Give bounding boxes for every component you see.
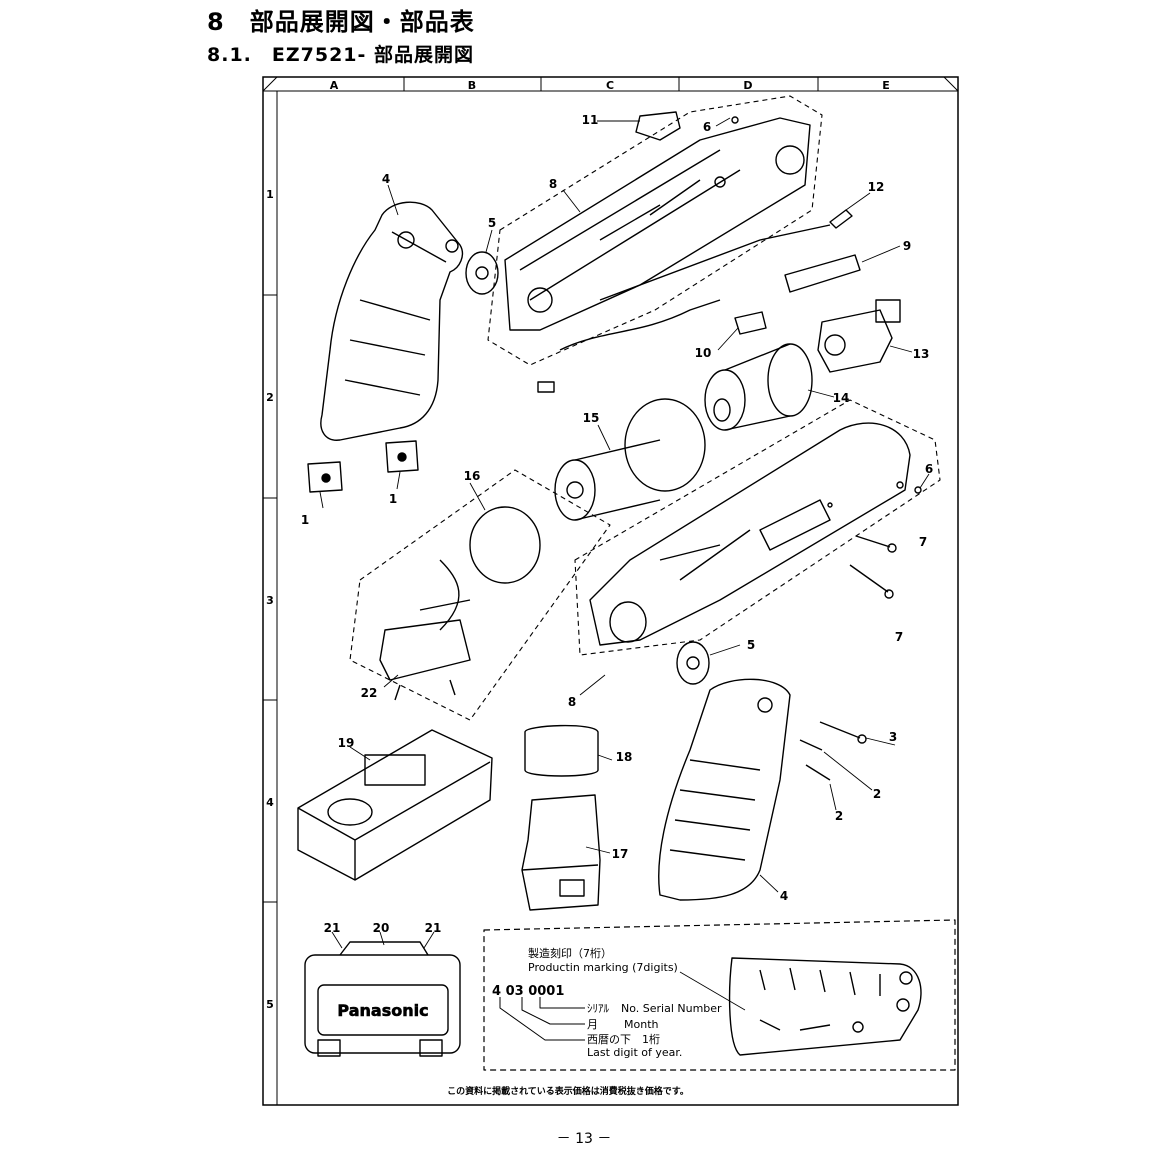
screw-3 (819, 721, 861, 739)
grid-col-c: C (606, 79, 614, 92)
case-brand-logo: Panasonic (337, 1001, 428, 1020)
callout-19: 19 (338, 736, 355, 750)
marking-box (483, 919, 956, 1071)
callout-3: 3 (889, 730, 897, 744)
callout-7a: 7 (919, 535, 927, 549)
callout-9: 9 (903, 239, 911, 253)
grid-col-a: A (330, 79, 339, 92)
connector (537, 381, 555, 393)
lead-wire (599, 224, 831, 301)
screw-2b (805, 764, 831, 781)
callout-8a: 8 (549, 177, 557, 191)
callout-11: 11 (582, 113, 599, 127)
lower-housing-group (574, 399, 941, 656)
grid-row-2: 2 (266, 391, 274, 404)
callout-leaders (319, 117, 930, 949)
battery-pack (521, 794, 601, 911)
upper-housing-group (487, 95, 823, 366)
marking-serial-en: No. Serial Number (621, 1002, 722, 1015)
callout-2b: 2 (835, 809, 843, 823)
lock-button (635, 111, 681, 141)
grid-row-3: 3 (266, 594, 274, 607)
section-title: 8 部品展開図・部品表 (207, 8, 475, 36)
callout-2a: 2 (873, 787, 881, 801)
planetary-gear (704, 343, 813, 431)
hex-nut-1 (307, 461, 343, 493)
grid-col-b: B (468, 79, 476, 92)
grid-row-5: 5 (266, 998, 274, 1011)
callout-21b: 21 (425, 921, 442, 935)
wire-harness (559, 299, 721, 351)
grip-half-left (320, 201, 464, 441)
callout-7b: 7 (895, 630, 903, 644)
callout-22: 22 (361, 686, 378, 700)
screw-7a (855, 535, 891, 548)
screw-6b (914, 486, 922, 494)
callout-5b: 5 (747, 638, 755, 652)
carry-case (304, 941, 461, 1057)
switch-assembly-group (349, 469, 611, 721)
spring-10 (734, 311, 767, 335)
marking-month-en: Month (624, 1018, 659, 1031)
callout-13: 13 (913, 347, 930, 361)
marking-title-en: Productin marking (7digits) (528, 961, 678, 974)
callout-16: 16 (464, 469, 481, 483)
screw-7b (849, 564, 889, 593)
callout-18: 18 (616, 750, 633, 764)
callout-1b: 1 (389, 492, 397, 506)
callout-5a: 5 (488, 216, 496, 230)
grid-row-4: 4 (266, 796, 274, 809)
screw-2a (799, 739, 823, 751)
motor (554, 398, 706, 521)
switch-9 (784, 254, 861, 293)
grip-half-right (658, 678, 791, 901)
marking-year-jp: 西暦の下 1桁 (587, 1032, 660, 1046)
callout-17: 17 (612, 847, 629, 861)
callout-15: 15 (583, 411, 600, 425)
marking-year-en: Last digit of year. (587, 1046, 682, 1059)
callout-6b: 6 (925, 462, 933, 476)
lock-plate-lower (676, 641, 710, 685)
switch-assembly (379, 506, 541, 701)
callout-10: 10 (695, 346, 712, 360)
grid-col-e: E (882, 79, 890, 92)
grid-col-d: D (743, 79, 752, 92)
page-number: － 13 － (556, 1131, 612, 1147)
upper-housing (504, 117, 811, 331)
callout-14: 14 (833, 391, 850, 405)
gearbox (817, 299, 901, 373)
terminal-12 (829, 209, 853, 229)
callout-4a: 4 (382, 172, 390, 186)
subsection-title: 8.1. EZ7521- 部品展開図 (207, 44, 475, 66)
grip-detail (728, 957, 922, 1056)
price-footnote: この資料に掲載されている表示価格は消費税抜き価格です。 (447, 1085, 689, 1097)
lock-plate-upper (465, 251, 499, 295)
charger (297, 729, 493, 881)
diagram-frame (262, 76, 959, 1106)
marking-leaders (499, 997, 585, 1041)
callout-8b: 8 (568, 695, 576, 709)
callout-1a: 1 (301, 513, 309, 527)
marking-serial-jp: ｼﾘｱﾙ (587, 1002, 609, 1015)
callout-4b: 4 (780, 889, 788, 903)
lower-housing (589, 422, 911, 646)
terminal-cap (524, 724, 599, 777)
callout-20: 20 (373, 921, 390, 935)
callout-21a: 21 (324, 921, 341, 935)
grid-row-1: 1 (266, 188, 274, 201)
hex-nut-2 (385, 440, 419, 473)
screw-top (731, 116, 739, 124)
marking-code: 4 03 0001 (492, 984, 564, 999)
callout-6a: 6 (703, 120, 711, 134)
callout-12: 12 (868, 180, 885, 194)
marking-month-jp: 月 (587, 1018, 598, 1031)
marking-title-jp: 製造刻印（7桁） (528, 946, 612, 960)
